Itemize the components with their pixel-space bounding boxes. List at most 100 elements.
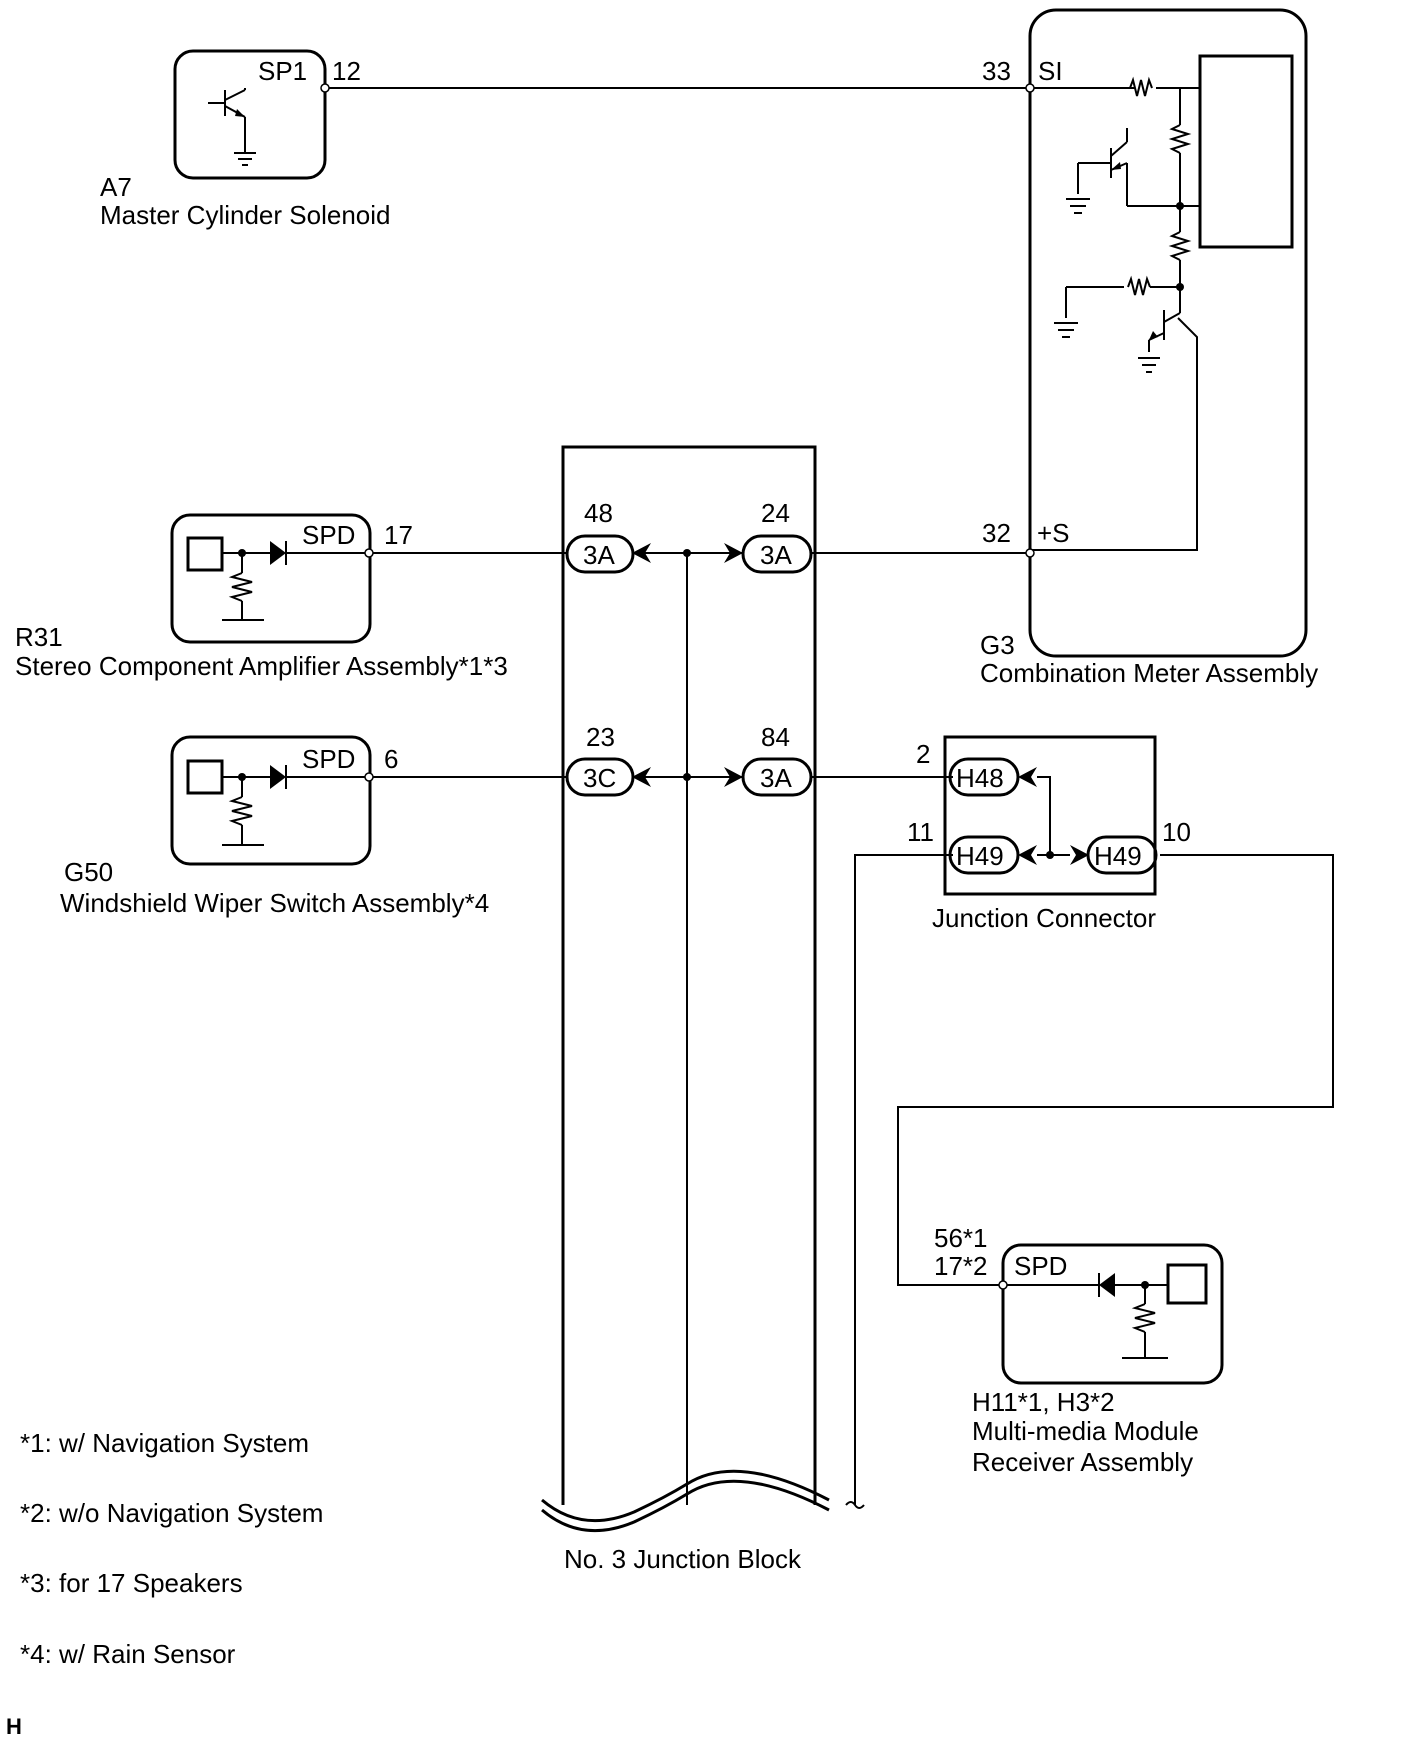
a7-box — [173, 49, 327, 180]
transistor-arrow — [1111, 162, 1121, 170]
resistor-icon — [1168, 231, 1192, 261]
h11-pin-line1: 56*1 — [934, 1223, 988, 1253]
jc-internal-wire — [1037, 776, 1051, 855]
connector-arrow-icon — [724, 767, 743, 787]
r31-terminal — [364, 548, 374, 558]
jc-h49b-pin: 10 — [1162, 817, 1191, 847]
g50-pin-number: 6 — [384, 744, 398, 774]
diode-resistor-network — [222, 765, 370, 846]
h11-name-line2: Receiver Assembly — [972, 1447, 1193, 1477]
jc-h49a-label: H49 — [956, 841, 1004, 871]
junction-dot — [1176, 283, 1184, 291]
h11-terminal — [998, 1280, 1008, 1290]
jc-h48-pin: 2 — [916, 739, 930, 769]
junction-dot — [238, 773, 246, 781]
meter-ic-block — [1198, 54, 1294, 249]
sensor-box-icon — [186, 759, 224, 795]
transistor-arrow — [1149, 331, 1158, 340]
a7-component: SP1 12 A7 Master Cylinder Solenoid — [100, 49, 390, 230]
jb-c48-pin: 48 — [584, 498, 613, 528]
meter-internal-circuit — [1054, 76, 1200, 550]
jb-c48-label: 3A — [583, 540, 615, 570]
connector-arrow-icon — [724, 543, 743, 563]
diode-icon — [270, 765, 286, 789]
connector-arrow-icon — [632, 543, 651, 563]
jc-box — [943, 735, 1157, 896]
jb3-component: 48 3A 24 3A 23 3C 84 3A No. 3 Junction B… — [541, 445, 830, 1574]
connector-arrow-icon — [1018, 845, 1037, 865]
connector-3a-48 — [565, 534, 635, 574]
resistor-icon — [1127, 275, 1151, 296]
jc-h49b-label: H49 — [1094, 841, 1142, 871]
jc-h49a-pin: 11 — [907, 817, 934, 847]
resistor-icon — [1129, 76, 1153, 97]
g3-si-label: SI — [1038, 56, 1063, 86]
a7-pin-number: 12 — [332, 56, 361, 86]
jb3-outline — [561, 445, 817, 1505]
jb-c24-label: 3A — [760, 540, 792, 570]
footnote-1: *1: w/ Navigation System — [20, 1428, 309, 1458]
footnote-4: *4: w/ Rain Sensor — [20, 1639, 236, 1669]
h11-box — [1001, 1243, 1224, 1385]
g50-terminal — [364, 772, 374, 782]
a7-pin-label: SP1 — [258, 56, 307, 86]
h11-ids: H11*1, H3*2 — [972, 1387, 1115, 1417]
jb3-cut-line — [541, 1479, 830, 1533]
footnote-3: *3: for 17 Speakers — [20, 1568, 243, 1598]
wires — [327, 87, 1334, 1509]
a7-terminal — [320, 83, 330, 93]
junction-dot — [1046, 851, 1054, 859]
r31-pin-label: SPD — [302, 520, 355, 550]
g50-pin-label: SPD — [302, 744, 355, 774]
r31-name: Stereo Component Amplifier Assembly*1*3 — [15, 651, 508, 681]
g50-id: G50 — [64, 857, 113, 887]
sensor-box-icon — [1166, 1263, 1208, 1305]
resistor-icon — [228, 572, 253, 602]
jb3-cut-line — [541, 1469, 830, 1523]
r31-box — [170, 513, 372, 644]
footnotes: *1: w/ Navigation System *2: w/o Navigat… — [20, 1428, 323, 1669]
h11-pin-line2: 17*2 — [934, 1251, 988, 1281]
connector-3a-24 — [741, 534, 813, 574]
g3-s-pin: 32 — [982, 518, 1011, 548]
resistor-icon — [1168, 124, 1192, 154]
jb-c23-label: 3C — [583, 763, 616, 793]
resistor-icon — [228, 796, 253, 826]
junction-connector-component: 2 H48 11 H49 H49 10 Junction Connector — [907, 735, 1191, 933]
footnote-2: *2: w/o Navigation System — [20, 1498, 323, 1528]
jb3-name: No. 3 Junction Block — [564, 1544, 802, 1574]
g3-si-terminal — [1025, 83, 1035, 93]
junction-dot — [683, 773, 691, 781]
sensor-box-icon — [186, 536, 224, 572]
g50-name: Windshield Wiper Switch Assembly*4 — [60, 888, 489, 918]
jb-c24-pin: 24 — [761, 498, 790, 528]
g3-box — [1028, 8, 1308, 658]
a7-id: A7 — [100, 172, 132, 202]
connector-arrow-icon — [632, 767, 651, 787]
jb-c23-pin: 23 — [586, 722, 615, 752]
r31-id: R31 — [15, 622, 63, 652]
jc-h48-label: H48 — [956, 763, 1004, 793]
resistor-icon — [1131, 1303, 1156, 1333]
g50-box — [170, 735, 372, 866]
g3-name: Combination Meter Assembly — [980, 658, 1318, 688]
jc-name: Junction Connector — [932, 903, 1156, 933]
jb-c84-label: 3A — [760, 763, 792, 793]
h11-name-line1: Multi-media Module — [972, 1416, 1199, 1446]
r31-pin-number: 17 — [384, 520, 413, 550]
g3-component: 33 SI 32 +S G3 Combination Meter Assembl… — [980, 8, 1318, 688]
diode-icon — [1099, 1273, 1115, 1297]
g3-s-label: +S — [1037, 518, 1070, 548]
junction-dot — [238, 549, 246, 557]
transistor-icon — [208, 88, 256, 166]
connector-arrow-icon — [1070, 845, 1089, 865]
h11-pin-label: SPD — [1014, 1251, 1067, 1281]
wire-break — [845, 1501, 865, 1509]
h11-component: 56*1 17*2 SPD H11*1, H3*2 Multi-media Mo… — [934, 1223, 1224, 1477]
r31-component: SPD 17 R31 Stereo Component Amplifier As… — [15, 513, 508, 681]
jb-c84-pin: 84 — [761, 722, 790, 752]
diode-icon — [270, 541, 286, 565]
junction-dot — [1141, 1281, 1149, 1289]
junction-dot — [1176, 202, 1184, 210]
